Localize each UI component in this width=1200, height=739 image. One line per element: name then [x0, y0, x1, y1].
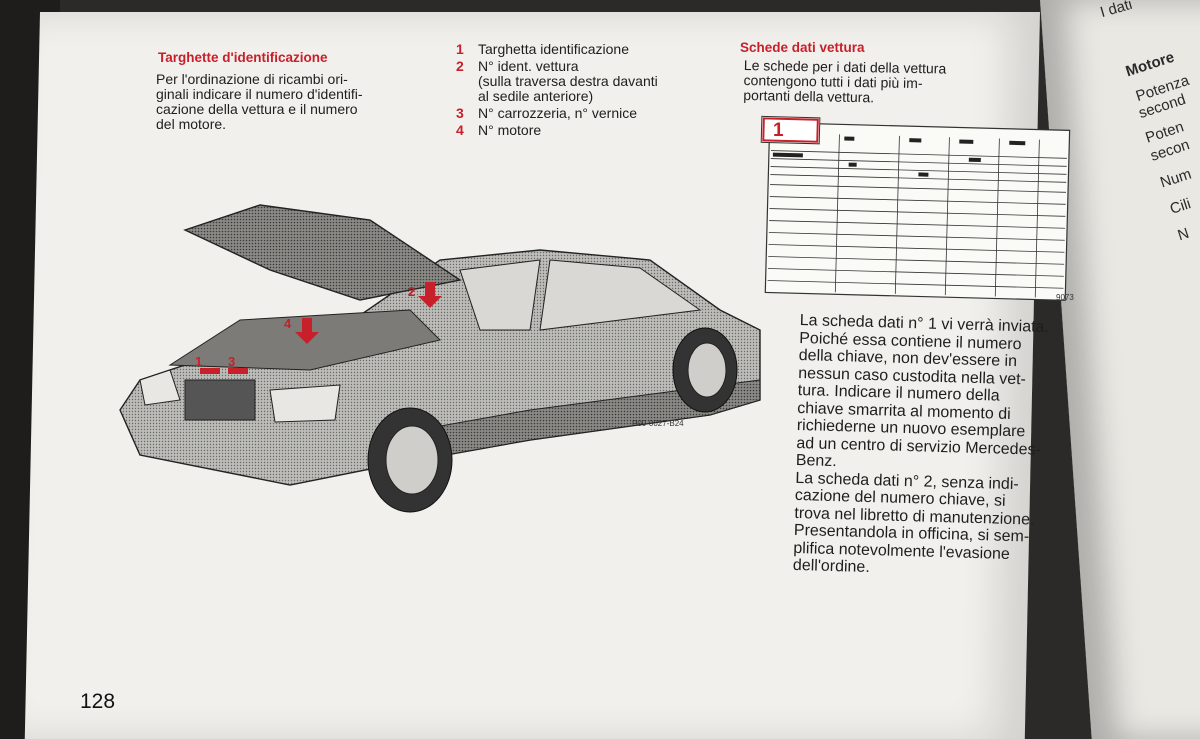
car-illustration: 1 3 4 2 [119, 204, 761, 513]
card-label: 1 [773, 120, 784, 141]
car-label: 1 [195, 354, 202, 369]
car-label: 3 [228, 354, 235, 369]
data-cards-body: Le schede per i dati della vettura conte… [743, 57, 947, 106]
identification-body: Per l'ordinazione di ricambi ori- ginali… [156, 71, 363, 132]
car-figure-code: P00-0027-B24 [632, 419, 684, 428]
section-title-data-cards: Schede dati vettura [740, 40, 865, 55]
page-number: 128 [80, 690, 116, 713]
data-card-instructions: La scheda dati n° 1 vi verrà inviata. Po… [792, 312, 1050, 577]
car-label: 2 [408, 284, 415, 299]
card-figure-code: 9073 [1056, 293, 1074, 302]
data-card-illustration: 1 [760, 115, 1071, 301]
car-label: 4 [284, 316, 292, 331]
section-title-identification: Targhette d'identificazione [158, 50, 328, 65]
